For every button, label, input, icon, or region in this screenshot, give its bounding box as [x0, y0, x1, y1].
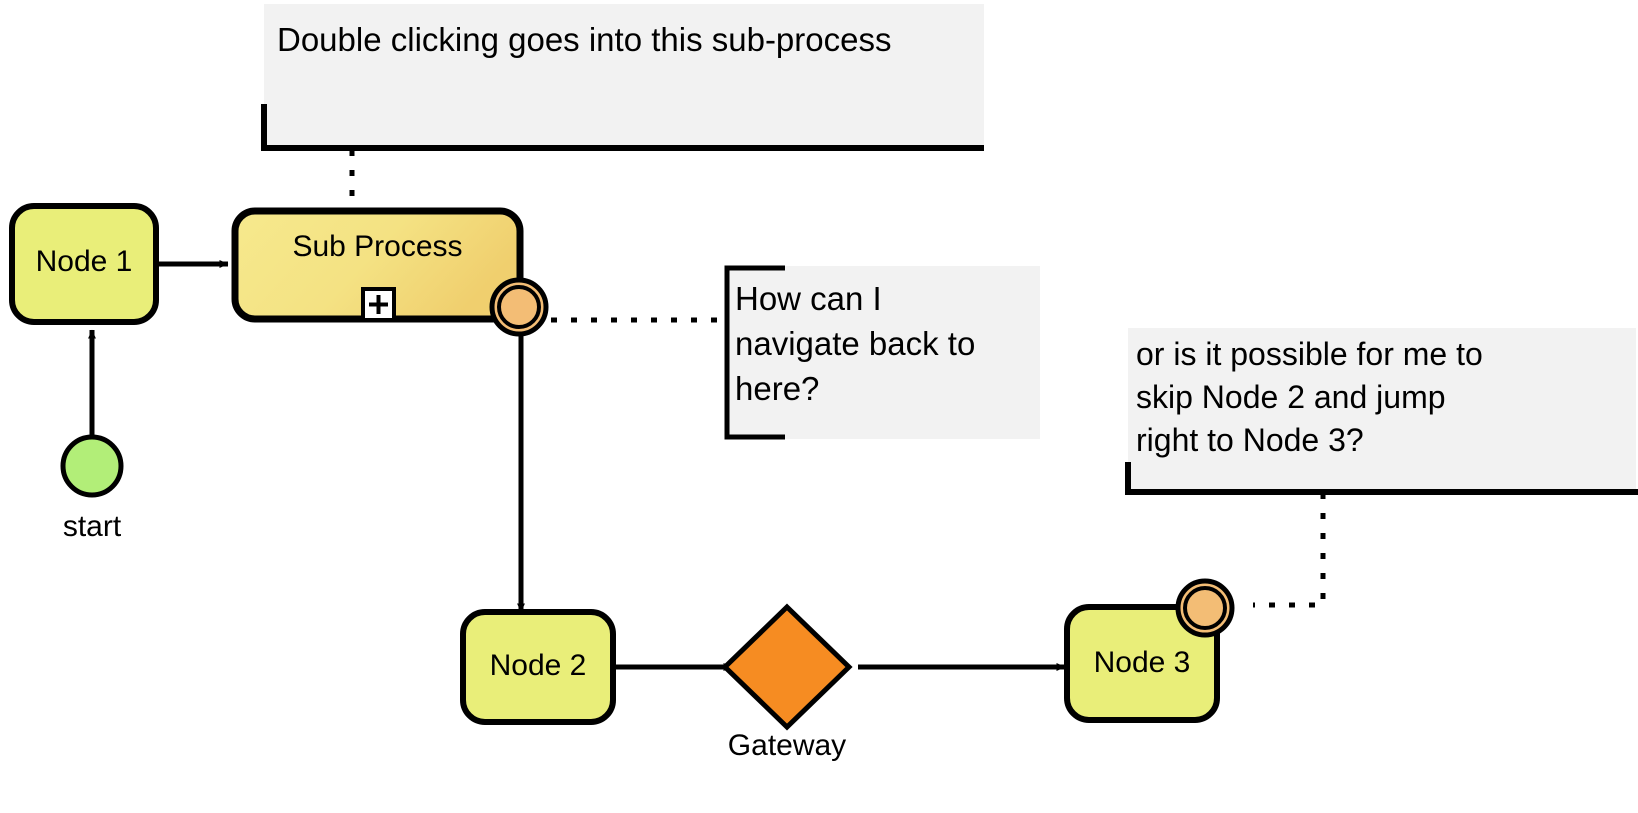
annotation-navigate-back-box [727, 266, 1040, 439]
start-event-shape[interactable] [60, 434, 124, 498]
sub-process-boundary-event-inner [497, 285, 541, 329]
annotation-skip-node-2-line-3: right to Node 3? [1136, 422, 1364, 458]
annotation-skip-node-2-line-1: or is it possible for me to [1136, 336, 1483, 372]
annotation-navigate-back-line-1: How can I [735, 280, 882, 317]
annotation-navigate-back-line-3: here? [735, 370, 820, 407]
plus-icon [369, 295, 388, 314]
annotation-sub-process-text: Double clicking goes into this sub-proce… [277, 21, 892, 58]
gateway-shape[interactable] [721, 603, 853, 731]
node-1-shape[interactable] [9, 203, 159, 325]
annotation-sub-process-box [264, 4, 984, 150]
node-2-shape[interactable] [460, 609, 616, 725]
node-3-boundary-event-inner [1183, 586, 1227, 630]
connector-note-skip-node-2 [1253, 493, 1326, 608]
annotation-navigate-back-line-2: navigate back to [735, 325, 976, 362]
annotation-skip-node-2-box [1128, 328, 1636, 492]
node-3-shape[interactable] [1064, 604, 1220, 723]
annotation-skip-node-2-bracket [1125, 462, 1638, 495]
annotation-sub-process-bracket [261, 104, 984, 151]
annotation-navigate-back-bracket-top [724, 265, 785, 440]
annotation-skip-node-2-line-2: skip Node 2 and jump [1136, 379, 1446, 415]
